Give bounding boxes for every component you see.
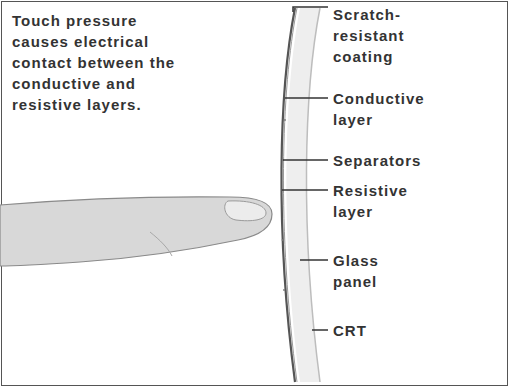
conductive-layer [281,8,295,382]
finger-crease [150,232,172,256]
fingernail [225,201,266,221]
resistive-layer [283,8,297,382]
part-label: Conductive layer [333,88,461,130]
finger [0,197,272,266]
coating-bracket [293,7,328,12]
part-label: Separators [333,150,461,171]
part-label: Resistive layer [333,180,453,222]
part-label: Scratch-resistant coating [333,4,461,67]
separator-dots [282,119,286,291]
note-text: Touch pressure causes electrical contact… [12,10,184,115]
part-label: CRT [333,320,461,341]
crt-surface [306,8,320,382]
part-label: Glass panel [333,250,403,292]
leader-lines [282,98,328,330]
glass-panel [286,8,320,382]
